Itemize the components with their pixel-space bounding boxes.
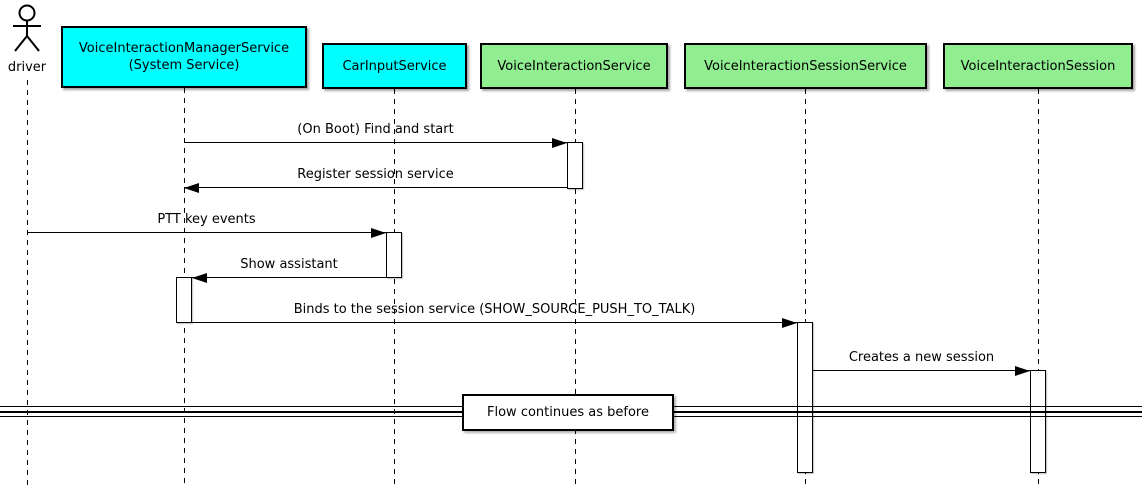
message-label-show-assistant: Show assistant: [240, 257, 338, 272]
arrowhead-left-icon: [184, 183, 199, 193]
activation-car-input-service: [386, 232, 402, 278]
participant-voice-interaction-manager-service: VoiceInteractionManagerService (System S…: [61, 26, 307, 88]
message-label-creates-a-new-session: Creates a new session: [848, 350, 995, 365]
participant-label: VoiceInteractionSession: [960, 58, 1116, 74]
lifeline-voice-interaction-service: [575, 89, 576, 487]
participant-car-input-service: CarInputService: [322, 43, 467, 89]
message-label-binds-to-session-service: Binds to the session service (SHOW_SOURC…: [293, 302, 696, 317]
arrowhead-right-icon: [782, 318, 797, 328]
participant-label: VoiceInteractionService: [497, 58, 651, 74]
activation-voice-interaction-manager-service: [176, 277, 192, 323]
message-line-register-session-service: [184, 187, 567, 188]
message-label-on-boot-find-and-start: (On Boot) Find and start: [297, 122, 454, 137]
message-line-ptt-key-events: [27, 232, 386, 233]
activation-voice-interaction-service: [567, 142, 583, 189]
participant-voice-interaction-session-service: VoiceInteractionSessionService: [684, 43, 927, 89]
participant-sublabel: (System Service): [128, 58, 240, 73]
arrowhead-right-icon: [371, 228, 386, 238]
participant-voice-interaction-session: VoiceInteractionSession: [943, 43, 1133, 89]
message-line-binds-to-session-service: [192, 322, 797, 323]
activation-voice-interaction-session: [1030, 370, 1046, 473]
participant-voice-interaction-service: VoiceInteractionService: [480, 43, 668, 89]
actor-label: driver: [7, 60, 47, 75]
arrowhead-left-icon: [192, 273, 207, 283]
lifeline-driver: [27, 80, 28, 487]
participant-label: CarInputService: [342, 58, 447, 74]
arrowhead-right-icon: [552, 138, 567, 148]
message-label-register-session-service: Register session service: [297, 167, 454, 182]
message-line-on-boot-find-and-start: [184, 142, 567, 143]
actor-icon: [13, 4, 41, 52]
activation-voice-interaction-session-service: [797, 322, 813, 473]
lifeline-voice-interaction-session-service: [805, 89, 806, 487]
divider-flow-continues: Flow continues as before: [462, 394, 674, 431]
message-label-ptt-key-events: PTT key events: [157, 212, 256, 227]
divider-label: Flow continues as before: [487, 405, 649, 420]
lifeline-voice-interaction-session: [1038, 89, 1039, 487]
arrowhead-right-icon: [1015, 366, 1030, 376]
participant-label: VoiceInteractionManagerService: [78, 41, 290, 56]
message-line-show-assistant: [192, 277, 386, 278]
lifeline-car-input-service: [394, 89, 395, 487]
participant-label: VoiceInteractionSessionService: [704, 58, 907, 74]
message-line-creates-a-new-session: [813, 370, 1030, 371]
